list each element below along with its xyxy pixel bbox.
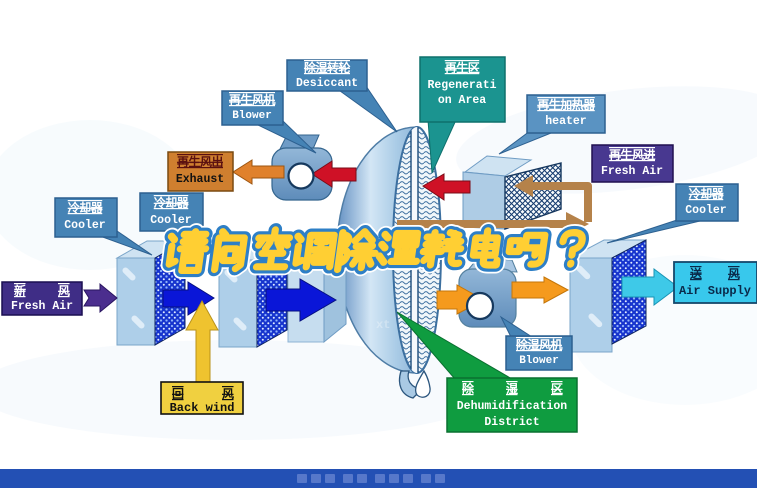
svg-text:湿: 湿 xyxy=(506,381,518,396)
svg-text:Exhaust: Exhaust xyxy=(176,173,224,186)
svg-text:区: 区 xyxy=(551,382,563,396)
svg-text:除湿风机: 除湿风机 xyxy=(516,337,563,352)
svg-text:除湿转轮: 除湿转轮 xyxy=(304,60,352,75)
svg-text:风: 风 xyxy=(728,267,740,281)
svg-text:冷却器: 冷却器 xyxy=(68,200,104,215)
svg-text:冷却器: 冷却器 xyxy=(689,186,725,201)
svg-text:Regenerati: Regenerati xyxy=(427,79,496,92)
svg-text:Back wind: Back wind xyxy=(170,401,235,415)
svg-text:再生风进: 再生风进 xyxy=(609,147,656,162)
svg-text:Dehumidification: Dehumidification xyxy=(457,400,568,413)
svg-text:除: 除 xyxy=(462,381,475,396)
svg-text:on Area: on Area xyxy=(438,94,486,107)
svg-text:再生加热器: 再生加热器 xyxy=(537,97,596,112)
svg-text:Fresh Air: Fresh Air xyxy=(11,300,73,313)
svg-text:Desiccant: Desiccant xyxy=(296,77,358,90)
svg-text:新: 新 xyxy=(14,283,26,298)
svg-text:回: 回 xyxy=(172,387,184,401)
svg-text:Blower: Blower xyxy=(232,110,272,122)
svg-text:heater: heater xyxy=(545,115,587,128)
svg-text:Cooler: Cooler xyxy=(150,214,192,227)
svg-text:Fresh Air: Fresh Air xyxy=(601,165,663,178)
svg-text:Blower: Blower xyxy=(519,355,559,367)
svg-text:Air Supply: Air Supply xyxy=(679,284,751,298)
svg-text:送: 送 xyxy=(689,266,703,281)
svg-text:Cooler: Cooler xyxy=(64,219,106,232)
svg-text:冷却器: 冷却器 xyxy=(154,195,190,210)
svg-text:风: 风 xyxy=(222,387,234,401)
svg-text:再生风出: 再生风出 xyxy=(177,154,223,169)
svg-text:District: District xyxy=(484,416,539,429)
svg-text:xt: xt xyxy=(376,318,390,332)
svg-text:风: 风 xyxy=(58,284,70,298)
svg-text:再生风机: 再生风机 xyxy=(229,92,276,107)
svg-text:再生区: 再生区 xyxy=(445,60,480,75)
svg-text:Cooler: Cooler xyxy=(685,204,727,217)
